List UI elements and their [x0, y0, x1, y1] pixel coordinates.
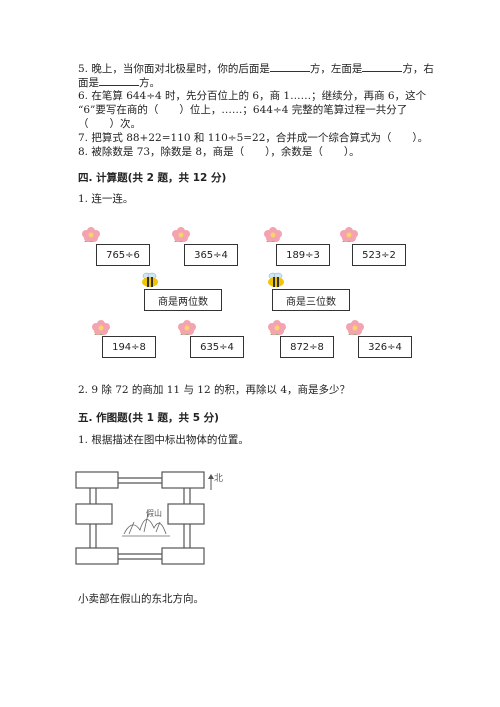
bee-icon	[142, 272, 158, 287]
blank[interactable]	[362, 61, 403, 72]
section-4-q2: 2. 9 除 72 的商加 11 与 12 的积，再除以 4，商是多少？	[78, 384, 350, 396]
flower-icon	[340, 227, 358, 242]
rockery-icon	[122, 513, 170, 537]
problem-6-line-3: （ ）次。	[78, 118, 141, 130]
problem-6-line-1: 6. 在笔算 644÷4 时，先分百位上的 6，商 1……；继续分，再商 6，这…	[78, 90, 427, 102]
expr-box[interactable]: 326÷4	[358, 336, 412, 358]
answer-box[interactable]: 商是三位数	[272, 289, 350, 311]
problem-5-line-2: 面是方。	[78, 75, 160, 89]
map-caption: 小卖部在假山的东北方向。	[78, 593, 204, 605]
problem-5-line-1: 5. 晚上，当你面对北极星时，你的后面是方，左面是方，右	[78, 61, 434, 75]
blank[interactable]	[99, 75, 139, 86]
flower-icon	[92, 320, 110, 335]
expr-box[interactable]: 872÷8	[280, 336, 334, 358]
north-label: 北	[214, 474, 224, 484]
problem-7: 7. 把算式 88+22=110 和 110÷5=22，合并成一个综合算式为（ …	[78, 132, 429, 144]
flower-icon	[268, 320, 286, 335]
flower-icon	[264, 227, 282, 242]
north-arrow-icon	[208, 474, 214, 490]
flower-icon	[82, 227, 100, 242]
expr-box[interactable]: 194÷8	[102, 336, 156, 358]
problem-6-line-2: “6”要写在商的（ ）位上，……；644÷4 完整的笔算过程一共分了	[78, 104, 408, 116]
section-4-q1: 1. 连一连。	[78, 193, 134, 205]
problem-8: 8. 被除数是 73，除数是 8，商是（ ），余数是（ ）。	[78, 146, 360, 158]
flower-icon	[178, 320, 196, 335]
flower-icon	[172, 227, 190, 242]
expr-box[interactable]: 523÷2	[352, 244, 406, 266]
bee-icon	[268, 272, 284, 287]
map-figure[interactable]: 假山	[74, 470, 224, 570]
map-center-label: 假山	[146, 508, 162, 518]
section-5-title: 五. 作图题(共 1 题，共 5 分)	[78, 412, 219, 424]
expr-box[interactable]: 765÷6	[96, 244, 150, 266]
blank[interactable]	[269, 61, 310, 72]
answer-box[interactable]: 商是两位数	[144, 289, 222, 311]
section-4-title: 四. 计算题(共 2 题，共 12 分)	[78, 172, 227, 184]
expr-box[interactable]: 635÷4	[190, 336, 244, 358]
section-5-q1: 1. 根据描述在图中标出物体的位置。	[78, 434, 249, 446]
expr-box[interactable]: 365÷4	[184, 244, 238, 266]
expr-box[interactable]: 189÷3	[276, 244, 330, 266]
flower-icon	[346, 320, 364, 335]
